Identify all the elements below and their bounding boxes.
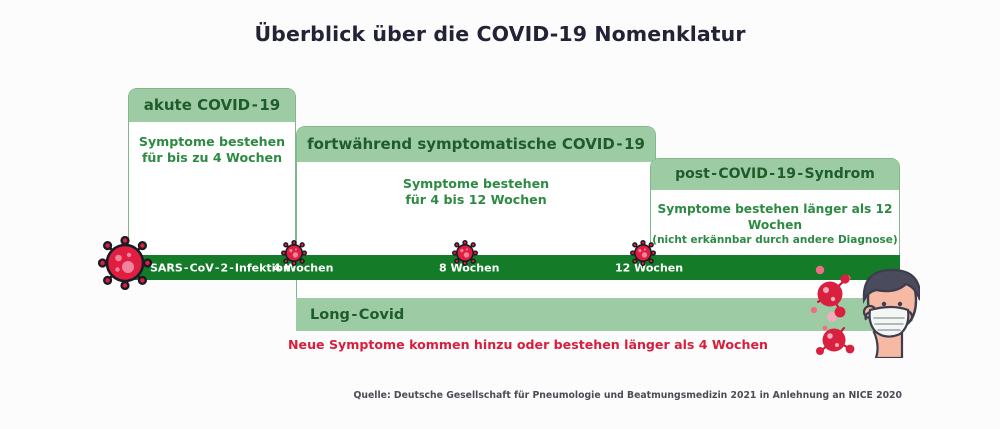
timeline-label-infection: SARS - CoV - 2 - Infektion: [150, 261, 291, 274]
timeline-tick-12-wochen: 12 Wochen: [615, 261, 684, 274]
timeline-tick-8-wochen: 8 Wochen: [439, 261, 500, 274]
coronavirus-icon: [97, 235, 153, 294]
phase-box-post-covid-19-syndrom: post - COVID - 19 - Syndrom Symptome bes…: [650, 158, 900, 268]
phase-body-line-1: Symptome bestehen: [402, 176, 550, 191]
coronavirus-icon: [630, 240, 656, 270]
phase-body-fortwaehrend-symptomatische-covid-19: Symptome bestehen für 4 bis 12 Wochen: [297, 162, 655, 208]
phase-subnote-post-covid-19-syndrom: (nicht erkännbar durch andere Diagnose): [652, 234, 898, 247]
timeline-bar: SARS - CoV - 2 - Infektion 4 Wochen 8 Wo…: [128, 255, 900, 280]
phase-body-line-1: Symptome bestehen länger als 12 Wochen: [657, 202, 893, 232]
long-covid-note: Neue Symptome kommen hinzu oder bestehen…: [288, 337, 768, 352]
masked-person-icon: [802, 258, 922, 362]
phase-body-line-2: für 4 bis 12 Wochen: [405, 192, 547, 208]
timeline-tick-4-wochen: 4 Wochen: [273, 261, 334, 274]
page-title: Überblick über die COVID-19 Nomenklatur: [254, 22, 746, 46]
phase-body-line-1: Symptome bestehen: [138, 134, 286, 149]
phase-body-akute-covid-19: Symptome bestehen für bis zu 4 Wochen: [129, 122, 295, 166]
coronavirus-icon: [452, 240, 478, 270]
phase-heading-post-covid-19-syndrom: post - COVID - 19 - Syndrom: [651, 159, 899, 190]
phase-body-post-covid-19-syndrom: Symptome bestehen länger als 12 Wochen (…: [651, 190, 899, 248]
phase-box-akute-covid-19: akute COVID - 19 Symptome bestehen für b…: [128, 88, 296, 268]
phase-body-line-2: für bis zu 4 Wochen: [141, 150, 283, 166]
phase-heading-akute-covid-19: akute COVID - 19: [129, 89, 295, 122]
coronavirus-icon: [281, 240, 307, 270]
phase-heading-fortwaehrend-symptomatische-covid-19: fortwährend symptomatische COVID - 19: [297, 127, 655, 162]
long-covid-bar: Long - Covid: [296, 298, 900, 331]
long-covid-heading: Long - Covid: [310, 306, 405, 323]
source-citation: Quelle: Deutsche Gesellschaft für Pneumo…: [353, 390, 902, 401]
phase-box-fortwaehrend-symptomatische-covid-19: fortwährend symptomatische COVID - 19 Sy…: [296, 126, 656, 268]
